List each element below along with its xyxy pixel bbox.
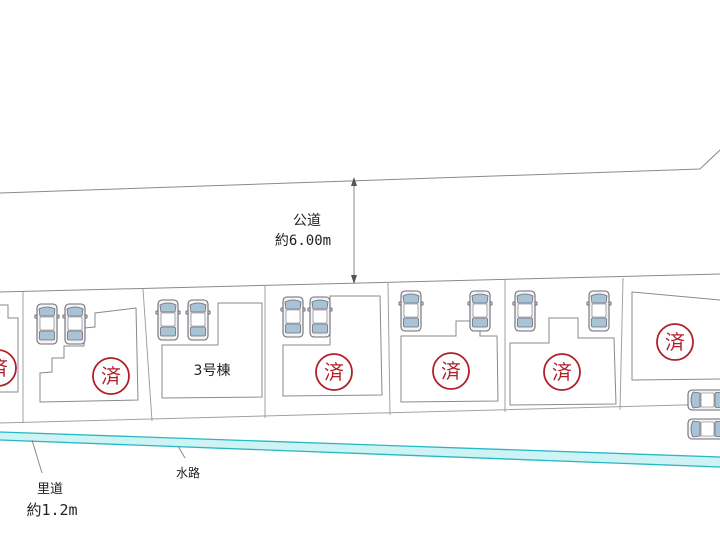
lot-2-label: 済 [101,364,121,388]
road-width-dimension [351,177,357,284]
parked-car [280,296,306,338]
lot-4: 済 [280,295,383,397]
sold-stamp [656,323,694,361]
parked-car [155,299,181,341]
lot-7-label: 済 [665,330,685,354]
parked-car [687,389,720,411]
waterway-leader [177,445,186,459]
road-top-edge [0,149,720,194]
road-name: 公道 [293,213,321,229]
lot-5: 済 [398,290,499,403]
parked-car [185,299,211,341]
lot-1-label: 済 [0,356,8,380]
side-path-width: 約1.2m [26,501,77,519]
sold-stamp [432,352,470,390]
parked-car [62,303,88,345]
sold-stamp [0,349,17,387]
parked-car [398,290,424,332]
lot-7: 済 [631,291,720,440]
road-bottom-edge [0,273,720,293]
side-path-name: 里道 [37,482,63,497]
parked-car [34,303,60,345]
sold-stamp [543,353,581,391]
parked-car [586,290,612,332]
lot-1: 済 [0,304,19,393]
lot-3: 3号棟 [155,299,263,399]
parked-car [467,290,493,332]
parked-car [307,296,333,338]
road-width: 約6.00m [275,233,331,249]
waterway-label: 水路 [176,465,200,480]
lot-4-label: 済 [324,360,344,384]
waterway [0,431,720,468]
side-path-leader [31,439,43,474]
lot-2: 済 [34,303,139,403]
sold-stamp [92,357,130,395]
lot-boundaries [0,277,720,424]
lot-6: 済 [509,290,617,406]
parked-car [512,290,538,332]
lot-3-label: 3号棟 [194,363,231,379]
lot-5-label: 済 [441,359,461,383]
sold-stamp [315,353,353,391]
lot-6-label: 済 [552,360,572,384]
parked-car [687,418,720,440]
